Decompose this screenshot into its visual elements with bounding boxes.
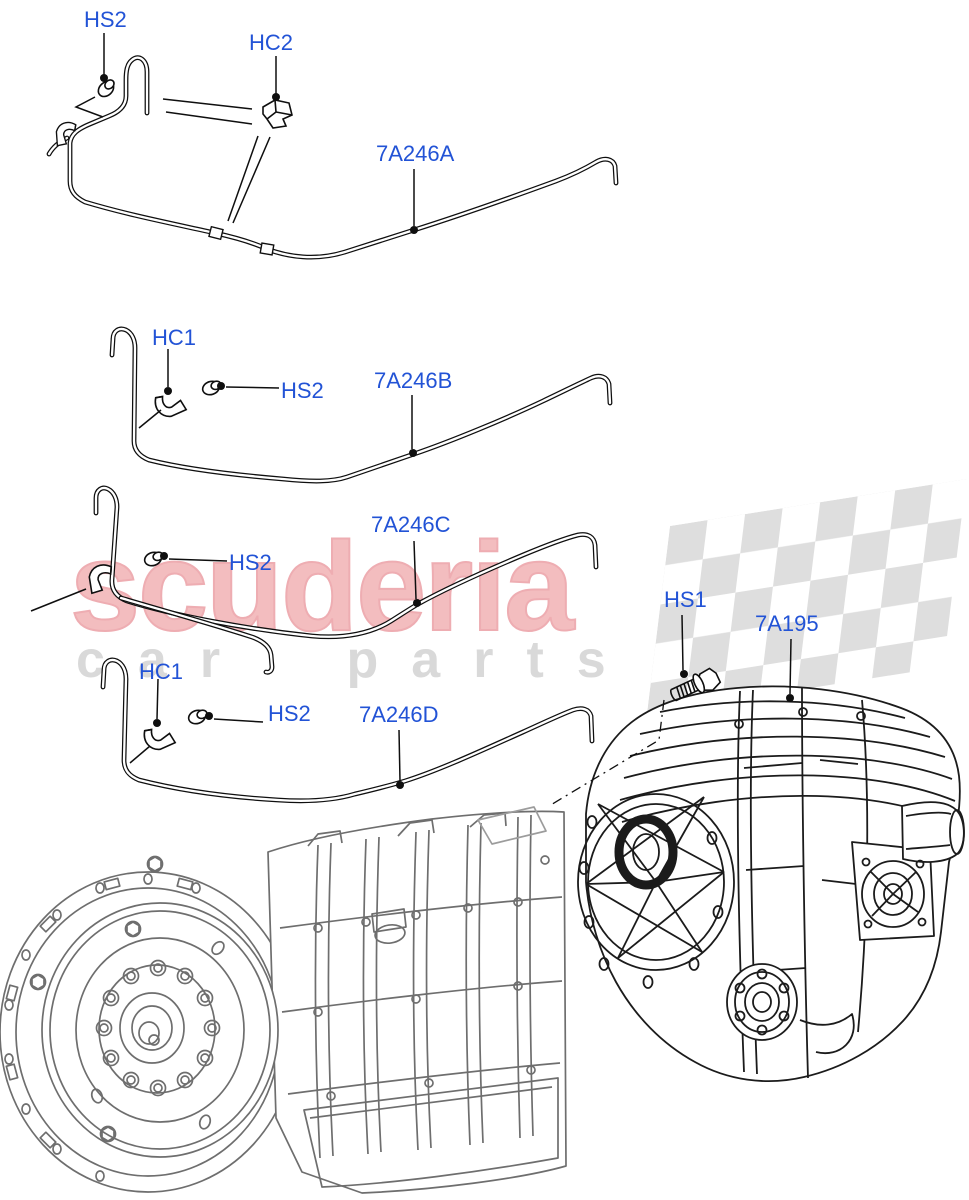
pipe-7a246a-drawing bbox=[49, 58, 616, 257]
pipe-c-clip bbox=[87, 562, 113, 596]
flywheel-drawing bbox=[29, 855, 279, 1158]
label-hs2-d[interactable]: HS2 bbox=[268, 701, 311, 726]
pipe-7a246b-drawing bbox=[112, 329, 610, 481]
case-shift-motor bbox=[851, 801, 965, 941]
callout-leaders bbox=[30, 33, 794, 807]
hc1-clip-b bbox=[153, 392, 188, 420]
watermark-tagline: car parts bbox=[76, 631, 639, 689]
label-hc1-d[interactable]: HC1 bbox=[139, 659, 184, 684]
hs1-bolt-drawing bbox=[669, 667, 722, 702]
label-hs2-c[interactable]: HS2 bbox=[229, 550, 272, 575]
bell-flange-holes bbox=[4, 873, 201, 1182]
label-7a246a[interactable]: 7A246A bbox=[376, 141, 455, 166]
label-7a246c[interactable]: 7A246C bbox=[371, 512, 451, 537]
watermark-brand: scuderia bbox=[69, 516, 575, 657]
transmission-drawing bbox=[0, 806, 567, 1194]
watermark-checkered-flag bbox=[646, 479, 967, 714]
label-7a246d[interactable]: 7A246D bbox=[359, 702, 439, 727]
label-hc2[interactable]: HC2 bbox=[249, 30, 294, 55]
case-ribs bbox=[619, 700, 956, 824]
bell-flange-tabs bbox=[5, 877, 194, 1149]
hc2-clip bbox=[262, 99, 293, 129]
fixings bbox=[53, 76, 722, 753]
label-7a195[interactable]: 7A195 bbox=[755, 611, 819, 636]
label-hs1[interactable]: HS1 bbox=[664, 587, 707, 612]
case-output-flange bbox=[726, 963, 855, 1055]
case-front-cover bbox=[577, 793, 735, 989]
label-hs2-a[interactable]: HS2 bbox=[84, 7, 127, 32]
transfer-case-drawing bbox=[577, 685, 965, 1082]
label-7a246b[interactable]: 7A246B bbox=[374, 368, 453, 393]
gearbox-body bbox=[267, 806, 567, 1194]
label-hs2-b[interactable]: HS2 bbox=[281, 378, 324, 403]
label-hc1-b[interactable]: HC1 bbox=[152, 325, 197, 350]
pipe-7a246c-drawing bbox=[96, 488, 596, 672]
